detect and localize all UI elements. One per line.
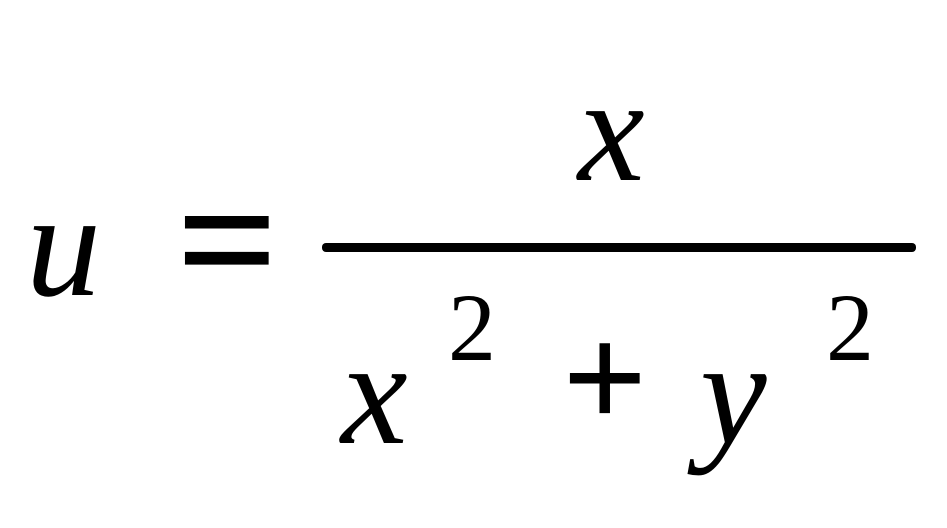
- exponent-2-on-y: 2: [826, 274, 874, 381]
- fraction-bar: [322, 243, 916, 252]
- denominator-y: y: [700, 310, 767, 476]
- denominator-x: x: [341, 310, 408, 476]
- exponent-2-on-x: 2: [448, 274, 496, 381]
- equals-sign: =: [176, 140, 279, 339]
- numerator-x: x: [578, 47, 645, 213]
- lhs-variable-u: u: [26, 162, 101, 328]
- plus-sign: +: [562, 295, 648, 461]
